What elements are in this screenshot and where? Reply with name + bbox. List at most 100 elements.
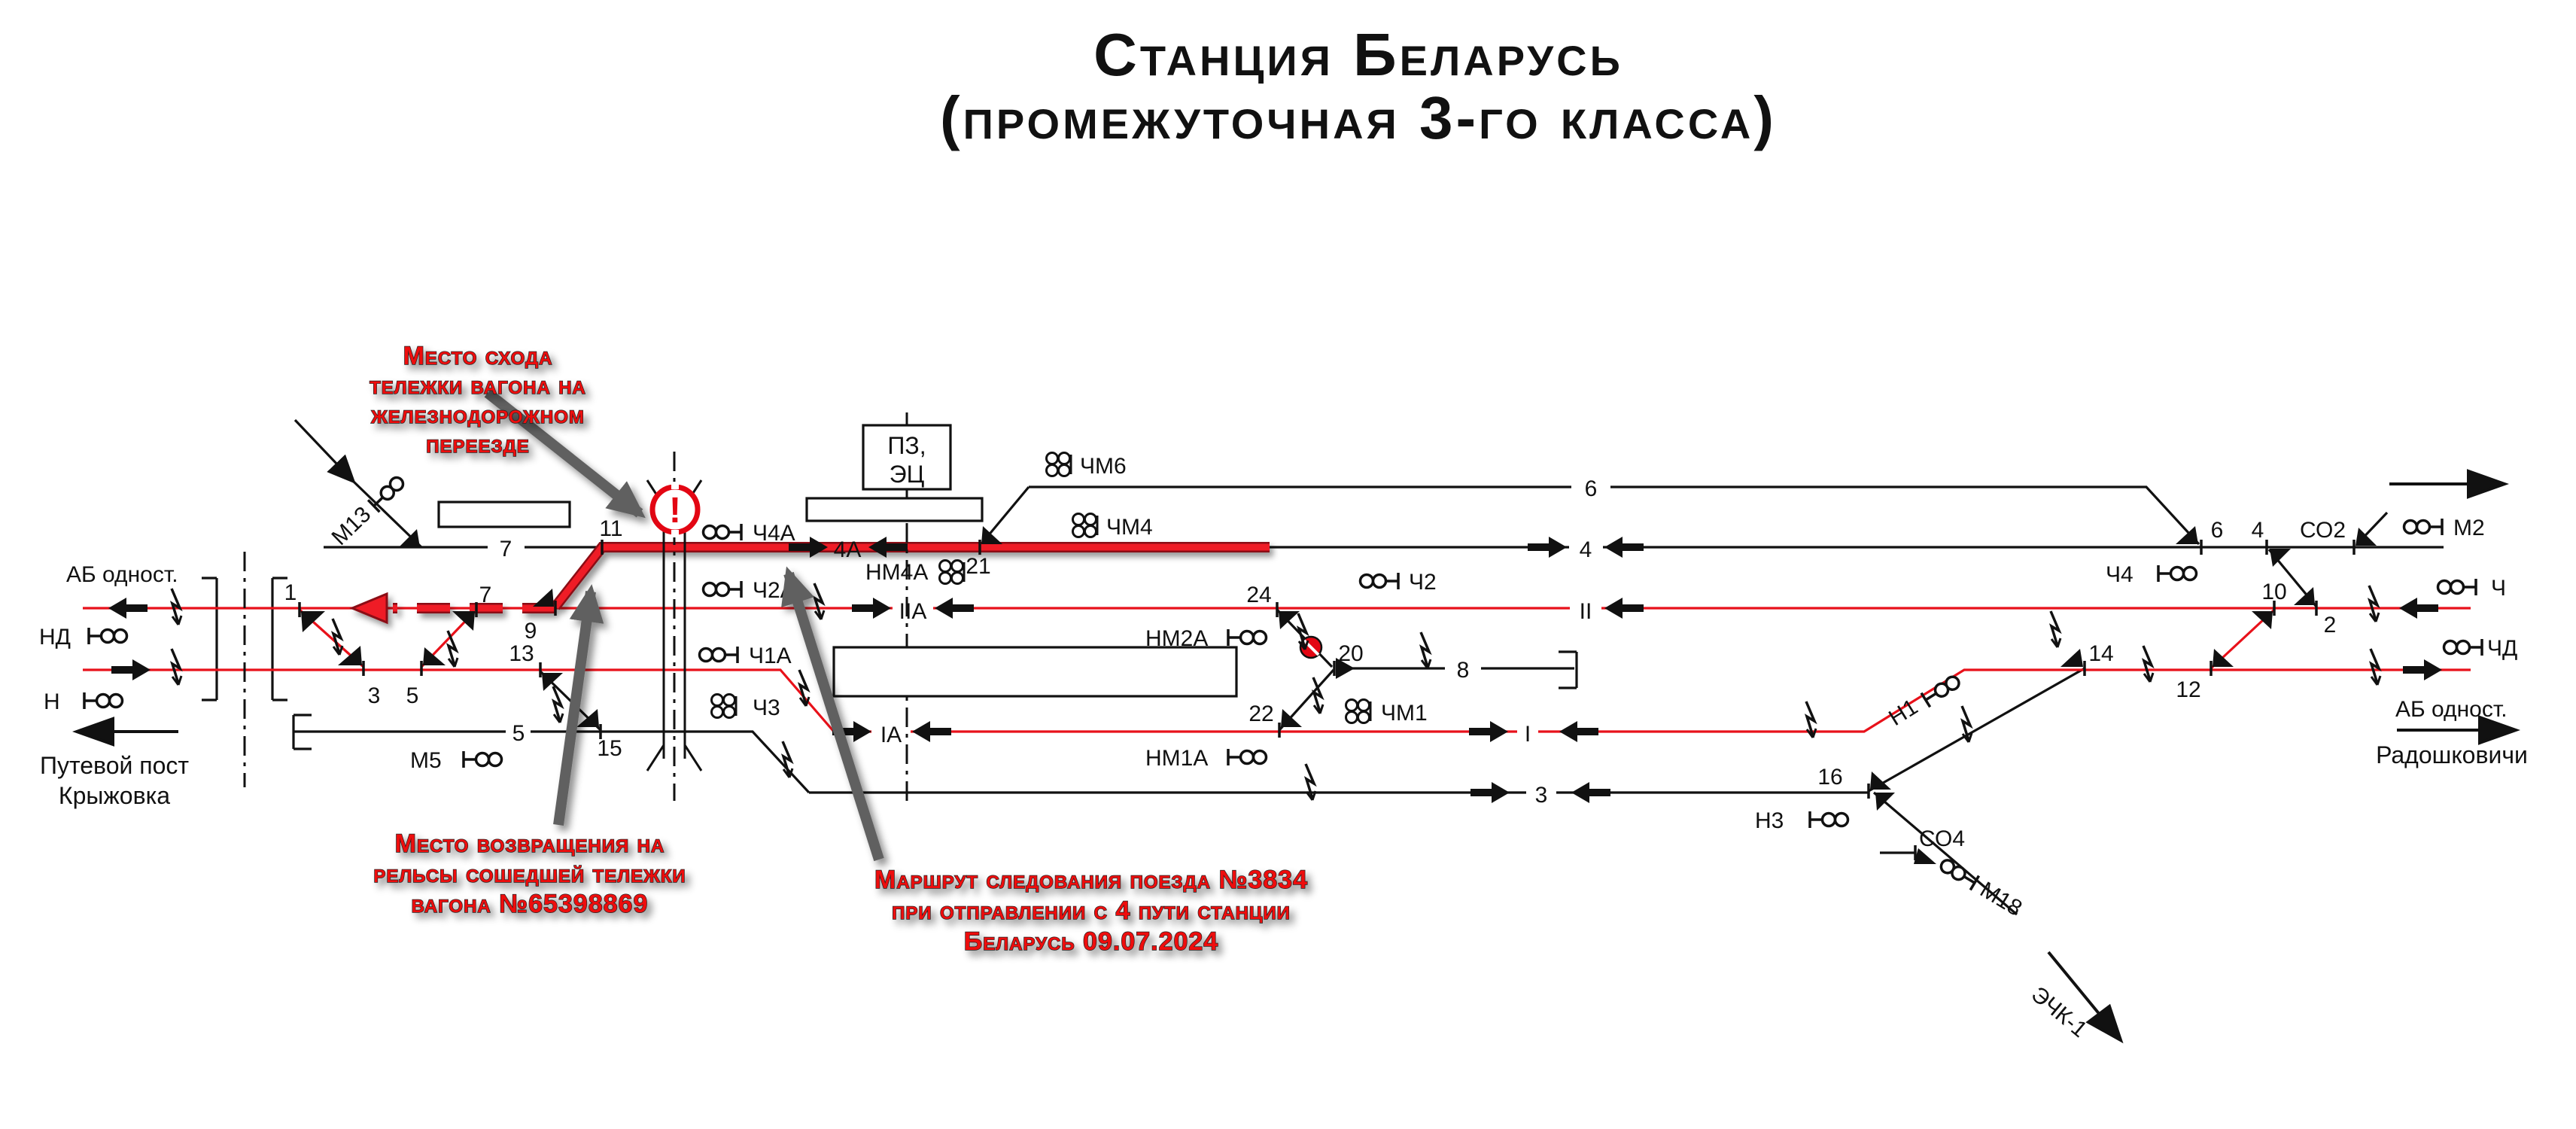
annotation-pointer-arrows bbox=[484, 388, 884, 862]
switch-21: 21 bbox=[966, 554, 990, 579]
page-title: Станция Беларусь (промежуточная 3-го кла… bbox=[940, 21, 1777, 151]
track-II-label: II bbox=[1580, 599, 1592, 624]
switch-15: 15 bbox=[597, 736, 622, 761]
signal-ch4a-label: Ч4А bbox=[753, 521, 795, 546]
radoshkovichi-label: Радошковичи bbox=[2376, 741, 2528, 768]
annotation-route-line2: при отправлении с 4 пути станции bbox=[892, 896, 1291, 925]
svg-text:при отправлении с 4 пути станц: при отправлении с 4 пути станции bbox=[892, 896, 1291, 925]
annotation-derail-line4: переезде bbox=[426, 430, 529, 458]
signal-m2-label: М2 bbox=[2453, 516, 2485, 540]
switch-13: 13 bbox=[509, 641, 534, 666]
signal-n-icon bbox=[83, 691, 124, 711]
signal-m13: М13 bbox=[327, 472, 409, 550]
signal-m18-icon bbox=[1936, 854, 1981, 892]
station-building bbox=[862, 424, 952, 491]
annotation-route-line3: Беларусь 09.07.2024 bbox=[964, 927, 1218, 956]
track-I-label: I bbox=[1525, 722, 1531, 747]
signal-m18-label: М18 bbox=[1975, 877, 2026, 921]
svg-text:тележки вагона на: тележки вагона на bbox=[370, 371, 586, 400]
annotation-rerail-line2: рельсы сошедшей тележки bbox=[373, 860, 686, 888]
signal-ch1a-label: Ч1А bbox=[749, 644, 792, 668]
signal-nd-label: НД bbox=[39, 625, 71, 650]
switch-24: 24 bbox=[1246, 583, 1271, 607]
signal-n-label: Н bbox=[44, 689, 60, 714]
switch-6: 6 bbox=[2211, 518, 2224, 543]
ab-left-label: АБ одност. bbox=[66, 562, 178, 587]
track-IIA-label: IIА bbox=[899, 599, 927, 624]
signal-nm1a-label: НМ1А bbox=[1145, 746, 1208, 771]
route-direction-arrow-icon bbox=[349, 592, 388, 625]
svg-text:вагона №65398869: вагона №65398869 bbox=[412, 890, 649, 918]
signal-ch4-label: Ч4 bbox=[2106, 562, 2133, 587]
annotation-rerail: Место возвращения на рельсы сошедшей тел… bbox=[373, 829, 686, 918]
annotation-rerail-line1: Место возвращения на bbox=[395, 829, 665, 858]
switch-ticks bbox=[298, 540, 2356, 860]
signal-nm2a-label: НМ2А bbox=[1145, 626, 1208, 651]
track-6-label: 6 bbox=[1585, 476, 1598, 501]
switch-2: 2 bbox=[2324, 613, 2337, 638]
switch-10: 10 bbox=[2261, 580, 2286, 604]
signal-m13-icon bbox=[366, 472, 409, 513]
signal-n1: Н1 bbox=[1884, 671, 1964, 731]
switch-11: 11 bbox=[599, 516, 622, 541]
track-4-label: 4 bbox=[1580, 537, 1592, 562]
signal-ch-icon bbox=[2436, 577, 2477, 597]
edge-labels: АБ одност. Путевой пост Крыжовка АБ одно… bbox=[40, 562, 2528, 809]
switch-3: 3 bbox=[368, 683, 381, 708]
signal-m5-icon bbox=[462, 750, 503, 769]
post-label-line2: Крыжовка bbox=[59, 782, 170, 809]
track-7-label: 7 bbox=[500, 537, 512, 561]
svg-text:переезде: переезде bbox=[426, 430, 529, 458]
switch-14: 14 bbox=[2088, 641, 2113, 666]
signal-ch-label: Ч bbox=[2491, 576, 2506, 601]
annotation-derail: Место схода тележки вагона на железнодор… bbox=[369, 341, 586, 458]
signal-so4-label: СО4 bbox=[1919, 826, 1965, 851]
signal-so2-label: СО2 bbox=[2300, 518, 2346, 543]
annotation-derail-line3: железнодорожном bbox=[370, 400, 585, 429]
signal-chm6-icon bbox=[1045, 452, 1072, 477]
svg-text:железнодорожном: железнодорожном bbox=[370, 400, 585, 429]
signal-n3-label: Н3 bbox=[1755, 808, 1784, 833]
track-5-label: 5 bbox=[512, 721, 525, 746]
pointer-derail-arrow bbox=[484, 388, 646, 519]
switch-5: 5 bbox=[406, 683, 419, 708]
switch-7: 7 bbox=[479, 583, 492, 607]
building-label-line1: ПЗ, bbox=[887, 432, 926, 459]
svg-text:Место схода: Место схода bbox=[403, 342, 553, 370]
post-label-line1: Путевой пост bbox=[40, 752, 189, 779]
signal-ch2-icon bbox=[1358, 571, 1400, 591]
switch-20: 20 bbox=[1338, 641, 1363, 666]
annotation-route-line1: Маршрут следования поезда №3834 bbox=[874, 866, 1308, 894]
signal-nm2a-icon bbox=[1227, 628, 1268, 647]
svg-text:рельсы сошедшей тележки: рельсы сошедшей тележки bbox=[373, 860, 686, 888]
pointer-rerail-arrow bbox=[553, 584, 604, 826]
svg-text:Беларусь 09.07.2024: Беларусь 09.07.2024 bbox=[964, 927, 1218, 956]
exit-arrows bbox=[72, 469, 2520, 1044]
signal-chd-icon bbox=[2442, 638, 2483, 657]
switch-22: 22 bbox=[1248, 701, 1273, 726]
platforms bbox=[437, 424, 1238, 698]
title-line2: (промежуточная 3-го класса) bbox=[940, 84, 1777, 151]
signal-ch2-label: Ч2 bbox=[1409, 570, 1437, 595]
switch-12: 12 bbox=[2176, 677, 2200, 702]
platform-island bbox=[832, 646, 1238, 698]
annotation-derail-line1: Место схода bbox=[403, 342, 553, 370]
signal-chm4-icon bbox=[1072, 513, 1099, 538]
signal-m5-label: М5 bbox=[410, 748, 442, 773]
red-track-lines bbox=[83, 607, 2471, 733]
switch-9: 9 bbox=[525, 619, 537, 644]
signal-m18: М18 bbox=[1936, 854, 2026, 921]
switch-16: 16 bbox=[1817, 765, 1842, 790]
svg-text:Маршрут следования поезда №383: Маршрут следования поезда №3834 bbox=[874, 866, 1308, 894]
signal-m2-icon bbox=[2402, 517, 2444, 537]
signal-ch3-label: Ч3 bbox=[753, 695, 780, 720]
switch-labels: 1 3 5 7 9 11 13 15 21 24 22 20 16 14 12 … bbox=[284, 516, 2337, 790]
platform-upper bbox=[437, 501, 571, 528]
derail-warning-sign: ! bbox=[649, 482, 701, 537]
signal-nm4a-label: НМ4А bbox=[865, 560, 928, 585]
track-8-label: 8 bbox=[1457, 658, 1470, 683]
title-line1: Станция Беларусь bbox=[1093, 21, 1623, 88]
signal-ch2a-icon bbox=[701, 580, 743, 599]
building-label-line2: ЭЦ bbox=[890, 461, 925, 488]
